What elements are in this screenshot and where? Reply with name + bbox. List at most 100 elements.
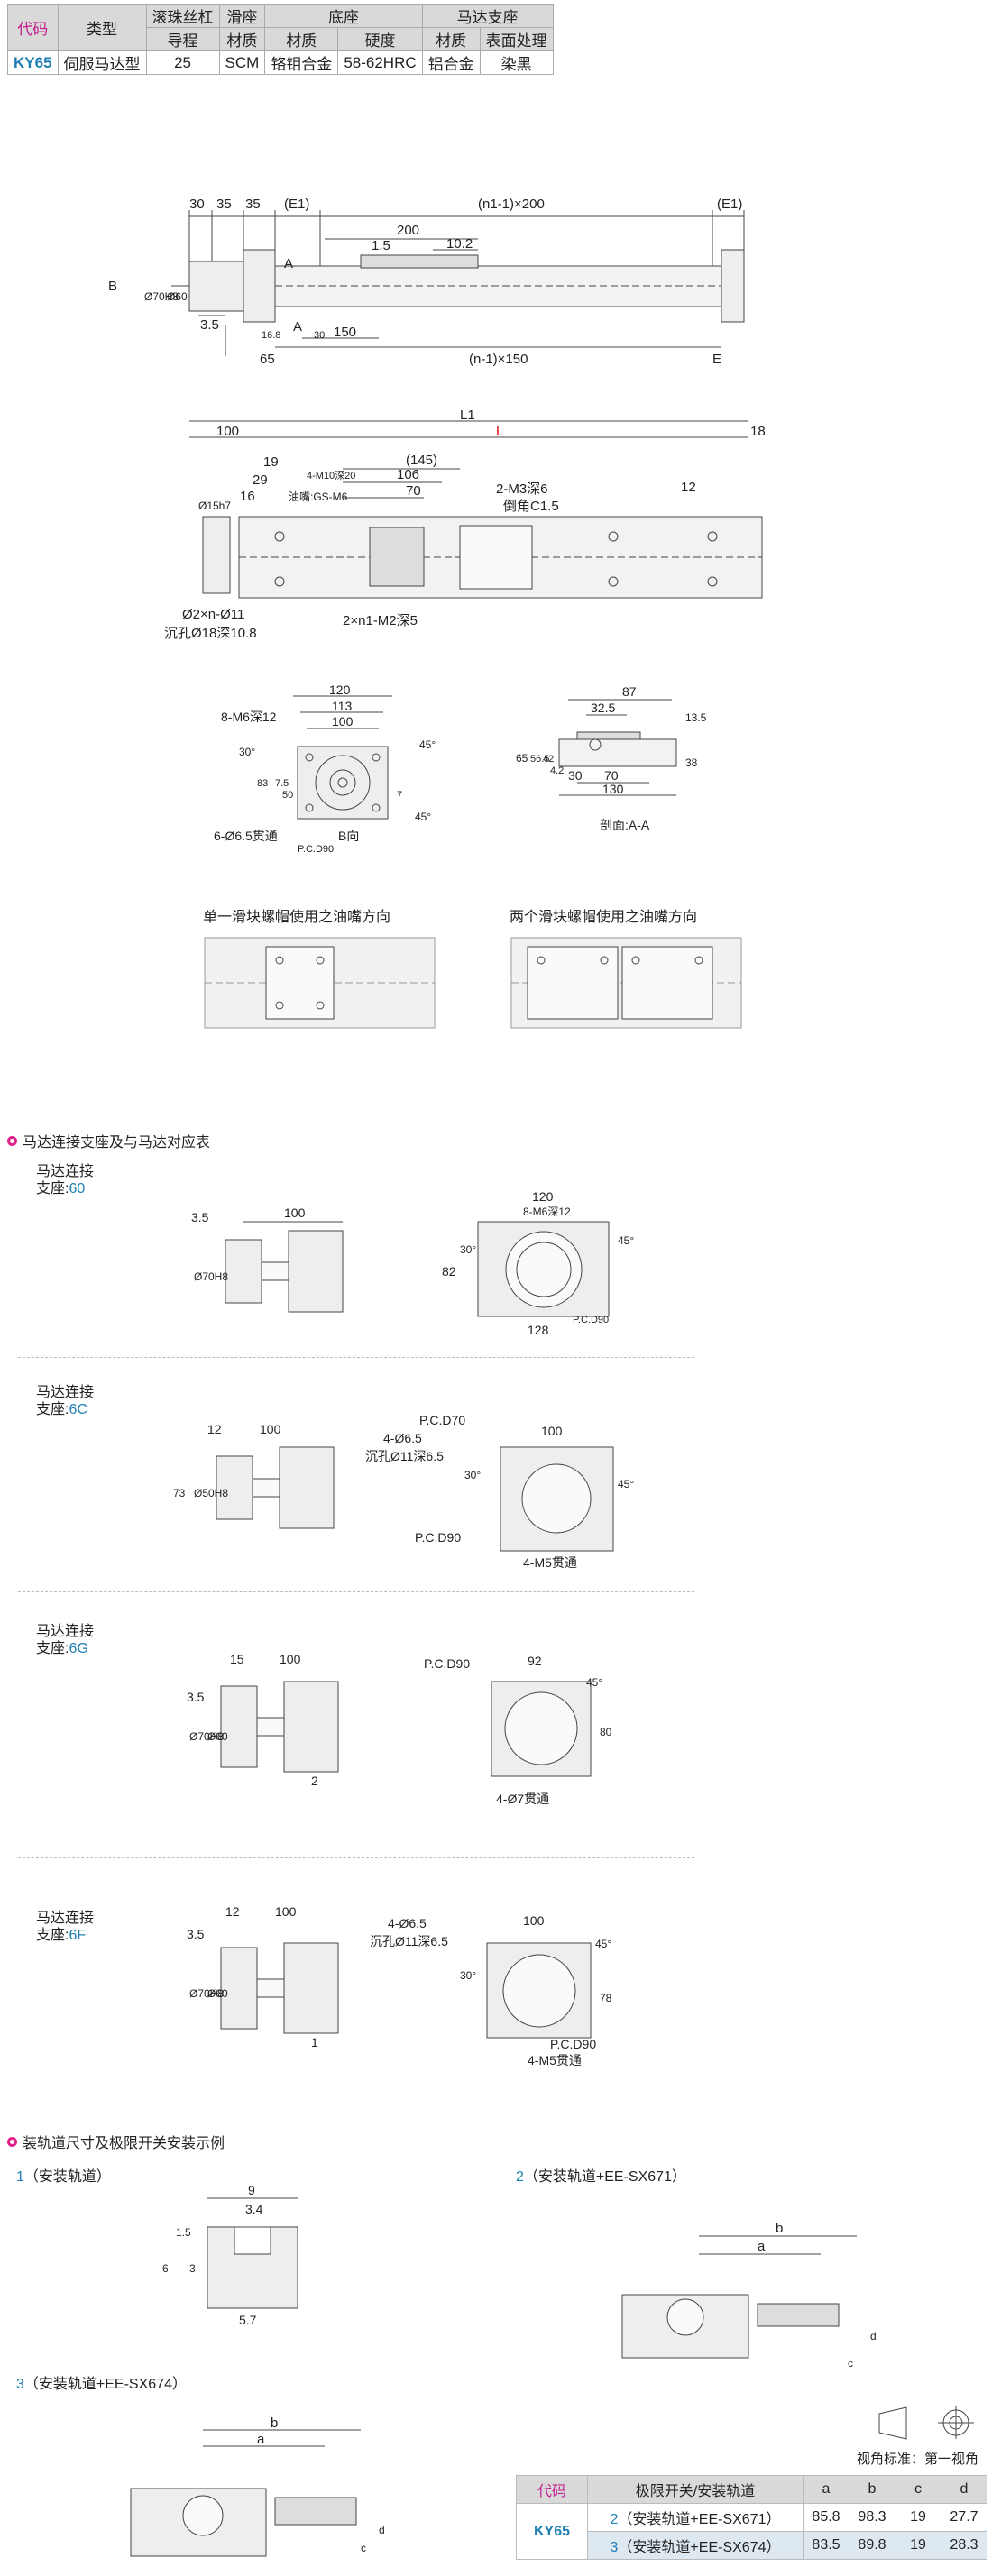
rail-item-2: 2（安装轨道+EE-SX671）	[516, 2168, 686, 2186]
label-m2: 2×n1-M2深5	[343, 613, 418, 628]
dim: 45°	[618, 1478, 634, 1490]
angle-45b: 45°	[415, 811, 431, 823]
dim: 2	[311, 1774, 318, 1788]
dim: a	[758, 2239, 766, 2254]
dim-l1: L1	[460, 410, 475, 423]
dim-30-s: 30	[568, 768, 583, 783]
angle-30: 30°	[239, 746, 255, 758]
dim: 沉孔Ø11深6.5	[365, 1449, 444, 1463]
cell-code: KY65	[516, 2503, 588, 2560]
section-aa-drawing: 87 32.5 13.5 65 56.5 42 4.2 38 30 70 130…	[516, 685, 707, 832]
dim: 100	[541, 1424, 563, 1438]
dim: 100	[260, 1422, 281, 1436]
view-standard-label: 视角标准：第一视角	[857, 2452, 979, 2467]
dim: Ø70H8	[194, 1270, 228, 1283]
cell-d: 28.3	[941, 2531, 987, 2560]
dim: 5.7	[239, 2313, 257, 2326]
single-slider-drawing	[204, 937, 436, 1029]
th-base: 底座	[264, 4, 423, 28]
dim-130: 130	[602, 782, 624, 796]
dim: 78	[600, 1992, 612, 2004]
rail-label: （安装轨道+EE-SX674）	[23, 2377, 187, 2392]
dim: 4-Ø6.5	[383, 1431, 422, 1445]
dim: 100	[275, 1904, 297, 1919]
dim: 73	[173, 1487, 186, 1499]
label-chamfer: 倒角C1.5	[503, 499, 559, 514]
divider	[18, 1591, 694, 1592]
motor-label: 马达连接	[36, 1385, 95, 1400]
dim-100: 100	[216, 424, 239, 439]
dim-3-5: 3.5	[200, 317, 219, 333]
rail-num: 1	[16, 2169, 24, 2185]
dim: b	[271, 2416, 278, 2431]
dim: 4-Ø6.5	[388, 1916, 427, 1930]
rail-table: 代码 极限开关/安装轨道 a b c d KY65 2（安装轨道+EE-SX67…	[516, 2475, 987, 2560]
th-motor-mat: 材质	[421, 27, 481, 51]
row-desc: （安装轨道+EE-SX671）	[618, 2512, 781, 2527]
plan-view-drawing: L1 100 L 18 (145) 19 29 16 Ø15h7 4-M10深2…	[164, 410, 766, 641]
dim-50: 50	[282, 790, 293, 801]
th-slide-mat: 材质	[218, 27, 266, 51]
section-bullet-icon	[7, 1135, 17, 1146]
dim: 4-Ø7贯通	[496, 1792, 549, 1806]
motor-item-6f: 马达连接 支座:6F	[36, 1910, 94, 1944]
dim-e1-right: (E1)	[717, 197, 742, 212]
dim: c	[848, 2357, 853, 2370]
divider	[18, 1357, 694, 1358]
dim: 100	[284, 1205, 306, 1220]
table-row: 3（安装轨道+EE-SX674） 83.5 89.8 19 28.3	[517, 2531, 987, 2560]
dim-d70: Ø70H8	[144, 290, 179, 303]
dim-65b: 65	[516, 752, 528, 765]
th-screw: 滚珠丝杠	[145, 4, 220, 28]
dim-13-5: 13.5	[685, 711, 707, 724]
dim: Ø50H8	[194, 1487, 228, 1499]
motor-60-front-drawing: 120 8-M6深12 82 30° 45° 128 P.C.D90	[442, 1190, 634, 1337]
cell-a: 85.8	[803, 2503, 849, 2532]
dim-d15: Ø15h7	[198, 500, 231, 512]
motor-6g-side-drawing: 15 100 3.5 Ø70H8 Ø60 2	[187, 1652, 339, 1788]
dim: P.C.D90	[415, 1530, 461, 1545]
dim: Ø70H8	[189, 1987, 224, 2000]
end-view-drawing: 120 113 100 8-M6深12 30° 45° 45° 83 7.5 5…	[214, 685, 436, 855]
motor-item-6c: 马达连接 支座:6C	[36, 1384, 94, 1418]
dim: 82	[442, 1264, 456, 1279]
cell-d: 27.7	[941, 2503, 987, 2532]
dim-30-v: 30	[314, 330, 325, 341]
label-double-slider: 两个滑块螺帽使用之油嘴方向	[510, 910, 698, 925]
rail-2-drawing: b a c d	[621, 2221, 877, 2370]
cell-motor-mat: 铝合金	[421, 50, 481, 75]
dim: 12	[225, 1904, 240, 1919]
dim: 4-M5贯通	[528, 2053, 582, 2067]
side-view-drawing: 30 35 35 (E1) (n1-1)×200 (E1) 200 10.2 1…	[108, 197, 745, 367]
dim-29: 29	[253, 472, 268, 488]
section-motor-title: 马达连接支座及与马达对应表	[7, 1130, 210, 1151]
rail-item-1: 1（安装轨道）	[16, 2168, 111, 2186]
section-rail-title-text: 装轨道尺寸及极限开关安装示例	[23, 2136, 225, 2151]
th-code: 代码	[7, 4, 59, 51]
dim-150: 150	[334, 325, 356, 340]
dim: 3.5	[191, 1210, 209, 1224]
dim: P.C.D90	[550, 2037, 596, 2051]
label-b: B	[108, 279, 117, 294]
th-hardness: 硬度	[337, 27, 423, 51]
label-section-aa: 剖面:A-A	[600, 818, 650, 832]
cell-a: 83.5	[803, 2531, 849, 2560]
cell-b: 98.3	[849, 2503, 895, 2532]
dim-35a: 35	[216, 197, 232, 212]
dim: 12	[207, 1422, 222, 1436]
dim-106: 106	[397, 467, 419, 482]
dim-32-5: 32.5	[591, 701, 615, 715]
dim: d	[870, 2330, 877, 2342]
dim: 30°	[464, 1469, 481, 1481]
cell-lead: 25	[145, 50, 220, 75]
dim: 100	[280, 1652, 301, 1666]
label-single-slider: 单一滑块螺帽使用之油嘴方向	[203, 910, 391, 925]
dim: 100	[523, 1913, 545, 1928]
dim: d	[379, 2524, 385, 2536]
dim: P.C.D90	[424, 1656, 470, 1671]
dim-42: 42	[543, 754, 554, 765]
dim: 3.4	[245, 2202, 263, 2216]
dim: 4-M5贯通	[523, 1555, 577, 1569]
cell-code: KY65	[7, 50, 59, 75]
rail-label: （安装轨道+EE-SX671）	[523, 2169, 686, 2185]
